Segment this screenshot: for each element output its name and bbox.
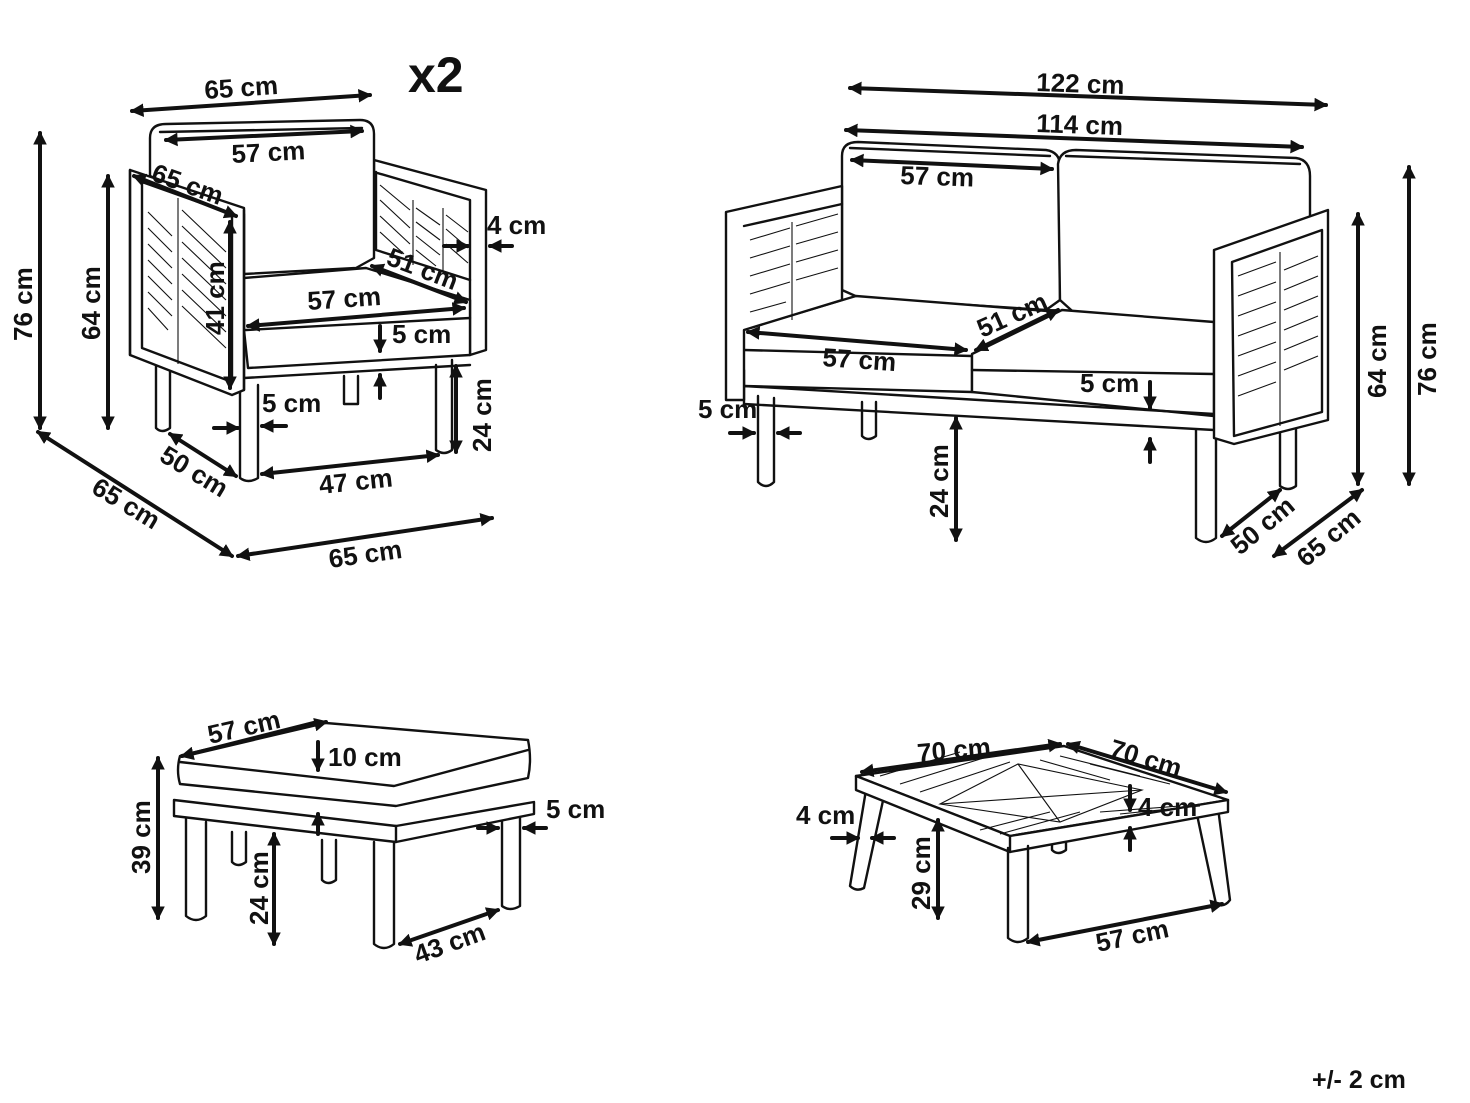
dim-line-sofa-overall-width	[847, 81, 1329, 112]
dim-line-armchair-width	[129, 88, 373, 118]
sofa-left-panel-pattern	[749, 213, 839, 320]
ottoman-leg-height-label: 24 cm	[244, 851, 274, 925]
armchair-quantity-label: x2	[408, 47, 464, 103]
dim-line-armchair-seat-width	[245, 302, 467, 332]
ottoman-leg-spacing-label: 43 cm	[410, 916, 490, 969]
coffee-table-width-label: 70 cm	[916, 732, 992, 768]
armchair-right-panel-pattern	[379, 184, 469, 272]
dim-line-armchair-seat-depth	[370, 263, 468, 305]
armchair-leg-thickness-label: 5 cm	[262, 388, 321, 418]
armchair-arm-height-label: 64 cm	[76, 266, 106, 340]
sofa-arm-height-label: 64 cm	[1362, 324, 1392, 398]
dim-line-armchair-leg-width	[259, 449, 441, 480]
dim-line-armchair-backrest-width	[163, 124, 365, 147]
dim-line-sofa-seat-depth	[974, 308, 1060, 352]
armchair-arm-thickness-label: 4 cm	[487, 210, 546, 240]
ottoman-overall-height-label: 39 cm	[126, 800, 156, 874]
ottoman-dimension-lines	[151, 718, 548, 947]
armchair-overall-height-label: 76 cm	[8, 267, 38, 341]
coffee-table-top-thickness-label: 4 cm	[1138, 792, 1197, 822]
dim-line-sofa-inner-width	[843, 123, 1305, 154]
armchair-leg-height-label: 24 cm	[467, 378, 497, 452]
tolerance-note: +/- 2 cm	[1312, 1066, 1406, 1094]
armchair-overall-width-label: 65 cm	[203, 70, 279, 105]
sofa-labels: 122 cm 114 cm 57 cm 51 cm 57 cm 5 cm 5 c…	[698, 67, 1442, 573]
sofa-dimension-lines	[728, 81, 1416, 558]
sofa-seat-width-label: 57 cm	[822, 342, 898, 377]
armchair-backrest-width-label: 57 cm	[231, 135, 306, 169]
armchair-cushion-thickness-label: 5 cm	[392, 319, 451, 349]
armchair-left-panel-pattern	[147, 198, 227, 364]
dim-line-armchair-footprint-width	[235, 512, 495, 562]
armchair-seat-width-label: 57 cm	[306, 281, 382, 316]
dim-line-ottoman-leg-spacing	[398, 907, 500, 947]
ottoman-cushion-thickness-label: 10 cm	[328, 742, 402, 772]
dim-line-sofa-seat-width	[745, 326, 969, 356]
coffee-table-leg-height-label: 29 cm	[906, 836, 936, 910]
sofa-inner-width-label: 114 cm	[1036, 108, 1124, 141]
sofa-leg-height-label: 24 cm	[924, 444, 954, 518]
dim-line-table-width	[859, 738, 1063, 778]
dim-line-table-depth	[1066, 740, 1228, 796]
armchair-dimension-lines	[33, 88, 514, 562]
coffee-table-leg-thickness-label: 4 cm	[796, 800, 855, 830]
sofa-overall-height-label: 76 cm	[1412, 322, 1442, 396]
ottoman-frame-thickness-label: 5 cm	[546, 794, 605, 824]
dim-line-sofa-backrest-width	[849, 153, 1055, 176]
dim-line-armchair-arm-depth	[132, 173, 238, 219]
armchair-backrest-height-label: 41 cm	[200, 261, 230, 335]
armchair-footprint-depth-label: 65 cm	[87, 471, 166, 535]
sofa-leg-thickness-label: 5 cm	[698, 394, 757, 424]
sofa-right-panel-pattern	[1237, 252, 1319, 426]
dim-line-sofa-leg-depth	[1220, 488, 1282, 538]
dim-line-armchair-footprint-depth	[36, 430, 234, 558]
dim-line-table-leg-spacing	[1025, 899, 1225, 947]
sofa-drawing	[724, 140, 1330, 544]
sofa-overall-width-label: 122 cm	[1036, 67, 1125, 100]
armchair-leg-width-label: 47 cm	[317, 462, 393, 500]
coffee-table-dimension-lines	[830, 738, 1228, 947]
coffee-table-leg-spacing-label: 57 cm	[1093, 913, 1171, 958]
sofa-cushion-thickness-label: 5 cm	[1080, 368, 1139, 398]
dim-line-ottoman-cushion-width	[180, 718, 328, 760]
dim-line-sofa-footprint-depth	[1272, 488, 1364, 558]
sofa-backrest-width-label: 57 cm	[900, 160, 975, 193]
